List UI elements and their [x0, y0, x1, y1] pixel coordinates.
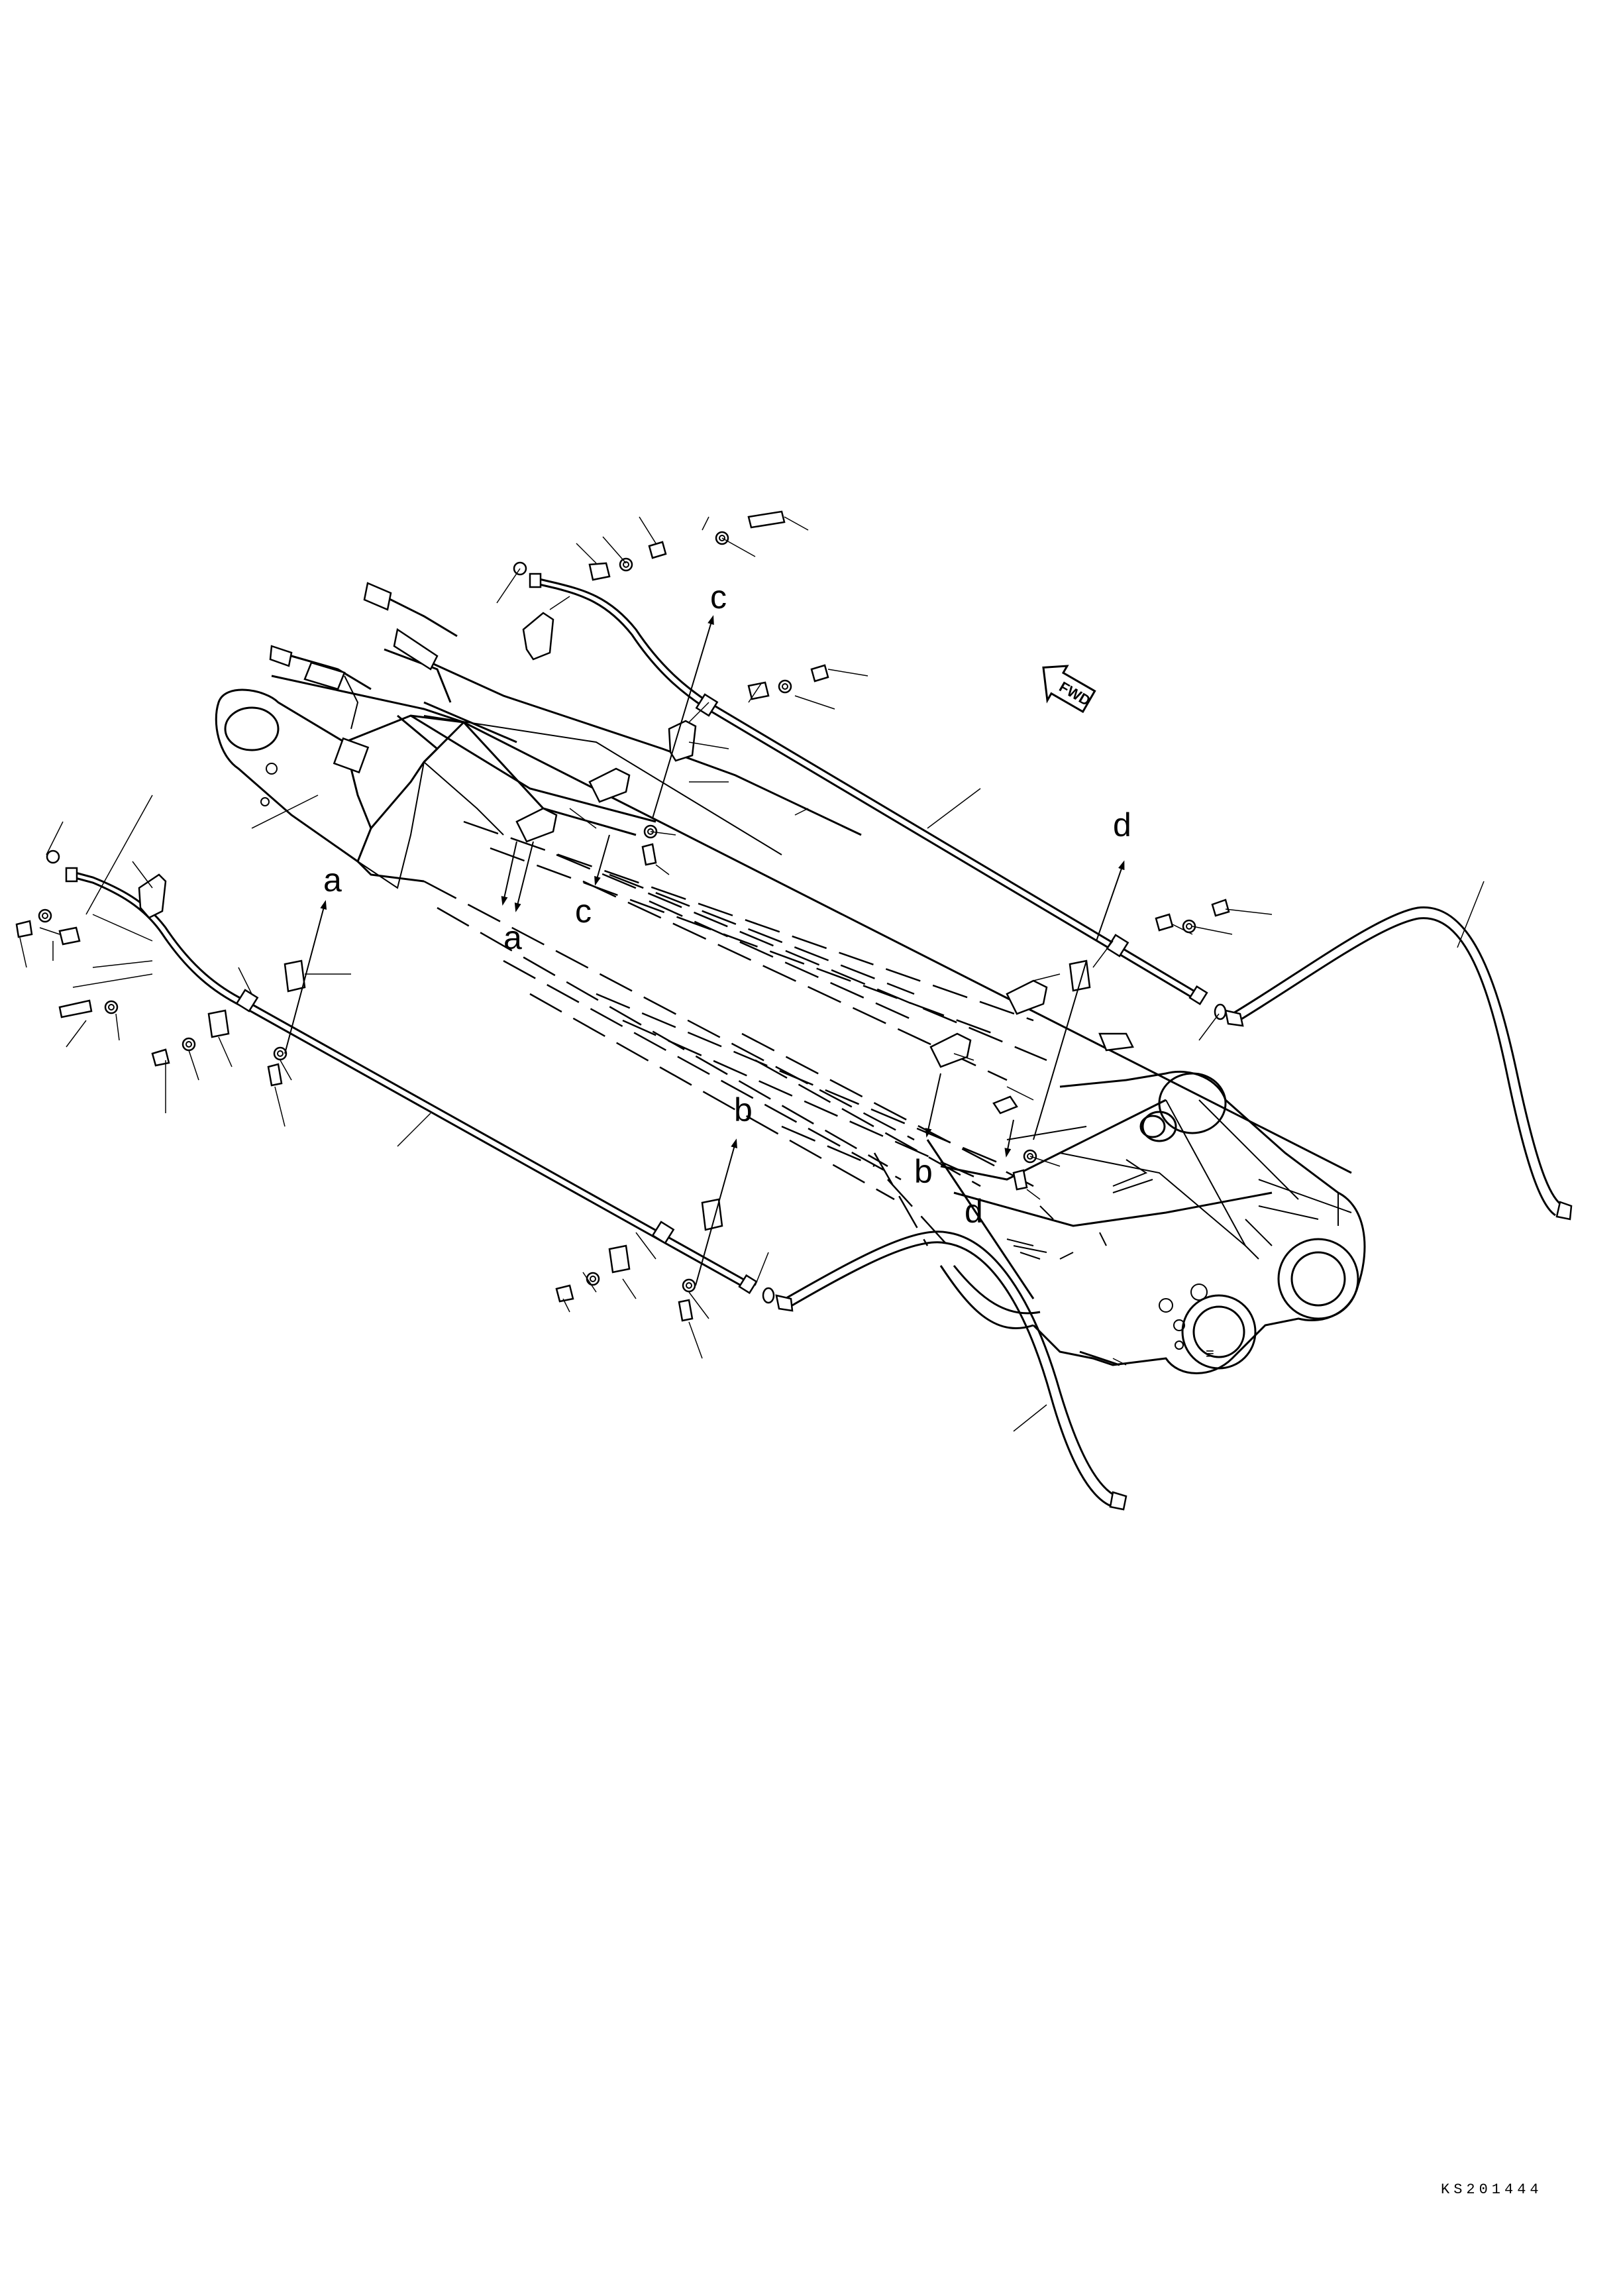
svg-text:≡: ≡ — [1206, 1345, 1214, 1362]
callout-label-a-upper: a — [323, 861, 342, 899]
upper-pipe-assembly — [496, 510, 1573, 1221]
fwd-indicator: FWD — [1042, 665, 1096, 714]
callout-label-d-lower: d — [965, 1193, 983, 1230]
callout-label-c-lower: c — [575, 893, 592, 930]
callout-label-d-upper: d — [1113, 806, 1131, 844]
forward-arrow-icon — [1042, 665, 1096, 714]
callout-label-b-upper: b — [734, 1091, 753, 1128]
boom-head: ≡ — [926, 1070, 1366, 1374]
boom-body — [215, 582, 1352, 1253]
drawing-code: KS201444 — [1441, 2181, 1543, 2198]
lower-pipe-assembly — [15, 794, 1127, 1511]
callout-label-b-lower: b — [914, 1153, 933, 1190]
callout-label-a-lower: a — [503, 919, 522, 956]
callout-label-c-upper: c — [710, 578, 727, 616]
